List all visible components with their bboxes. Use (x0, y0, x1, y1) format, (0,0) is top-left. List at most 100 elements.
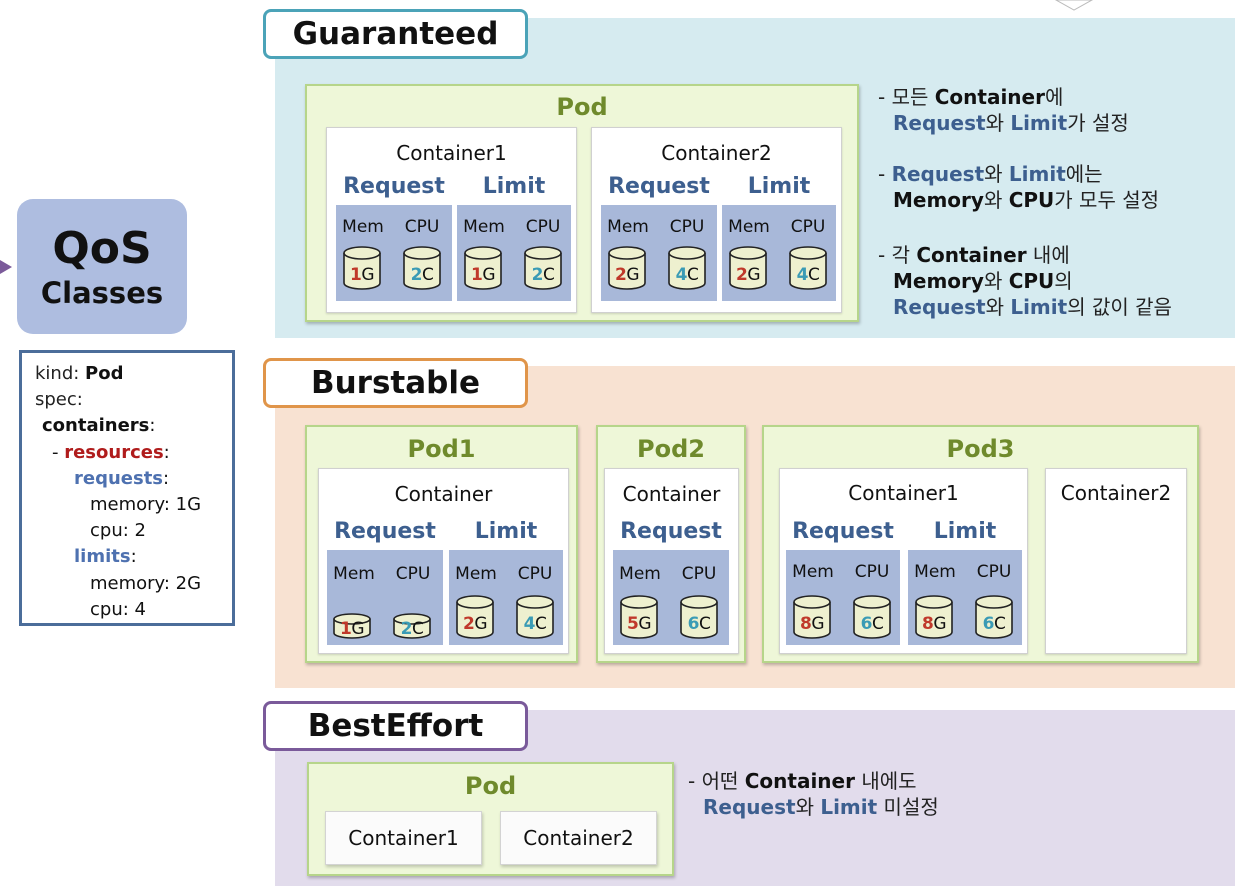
yaml-kind-value: Pod (85, 363, 124, 384)
cpu-unit: C (698, 614, 711, 634)
cpu-value: 2 (410, 265, 423, 285)
limit-label: Limit (482, 174, 546, 199)
container-name: Container1 (396, 141, 507, 165)
cpu-label: CPU (669, 217, 705, 237)
container-name: Container1 (848, 481, 959, 505)
note-request: Request (893, 295, 986, 319)
cpu-cylinder-icon: 2C (392, 612, 432, 640)
note-bold: CPU (1008, 188, 1055, 212)
container-name: Container2 (661, 141, 772, 165)
yaml-resources: resources (64, 441, 164, 463)
mem-label: Mem (792, 562, 834, 582)
yaml-colon: : (163, 441, 170, 463)
yaml-limits-memory: memory: 2G (90, 572, 202, 594)
memory-cylinder-icon: 2G (728, 245, 768, 291)
burstable-pod3-container2: Container2 (1045, 468, 1187, 654)
note-text: 와 (985, 295, 1011, 319)
cpu-unit: C (686, 265, 699, 285)
mem-value: 2 (462, 614, 475, 634)
memory-cylinder-icon: 1G (342, 245, 382, 291)
memory-cylinder-icon: 2G (455, 594, 495, 640)
note-text: 와 (983, 269, 1009, 293)
besteffort-pod: Pod Container1 Container2 (307, 762, 674, 876)
cpu-label: CPU (790, 217, 826, 237)
cpu-value: 6 (860, 614, 873, 634)
mem-value: 1 (349, 265, 362, 285)
cpu-unit: C (411, 619, 424, 639)
note-text: - 어떤 (688, 769, 745, 793)
note-text: 와 (985, 111, 1011, 135)
mem-value: 5 (626, 614, 639, 634)
mem-unit: G (361, 265, 375, 285)
note-text: 내에 (1026, 243, 1070, 267)
cpu-label: CPU (395, 564, 431, 584)
besteffort-container2: Container2 (500, 811, 657, 865)
cpu-value: 4 (523, 614, 536, 634)
note-text: - (878, 162, 892, 186)
besteffort-container1: Container1 (325, 811, 482, 865)
cpu-cylinder-icon: 2C (523, 245, 563, 291)
mem-label: Mem (619, 564, 661, 584)
cpu-unit: C (807, 265, 820, 285)
cpu-label: CPU (976, 562, 1012, 582)
guaranteed-pod: Pod Container1 Request Limit Mem CPU 1G … (305, 84, 859, 322)
pod-title: Pod (464, 772, 517, 800)
cpu-cylinder-icon: 6C (679, 594, 719, 640)
limit-label: Limit (933, 519, 997, 544)
mem-value: 2 (735, 265, 748, 285)
note-text: 미설정 (877, 795, 939, 819)
memory-cylinder-icon: 8G (914, 594, 954, 640)
cpu-cylinder-icon: 6C (974, 594, 1014, 640)
request-label: Request (792, 519, 894, 544)
cpu-unit: C (534, 614, 547, 634)
note-limit: Limit (1010, 111, 1068, 135)
mem-unit: G (351, 619, 365, 639)
cpu-value: 4 (675, 265, 688, 285)
mem-unit: G (626, 265, 640, 285)
guaranteed-note-2: - Request와 Limit에는 Memory와 CPU가 모두 설정 (878, 161, 1159, 213)
cpu-cylinder-icon: 2C (402, 245, 442, 291)
cpu-value: 2 (531, 265, 544, 285)
limit-resources: Mem CPU 2G 4C (449, 550, 563, 645)
memory-cylinder-icon: 2G (607, 245, 647, 291)
guaranteed-note-1: - 모든 Container에 Request와 Limit가 설정 (878, 84, 1129, 136)
note-text: 의 (1054, 269, 1073, 293)
yaml-requests: requests (74, 467, 164, 489)
request-label: Request (620, 519, 722, 544)
cpu-value: 6 (687, 614, 700, 634)
cpu-label: CPU (404, 217, 440, 237)
request-resources: Mem CPU 2G 4C (601, 205, 717, 301)
mem-unit: G (933, 614, 947, 634)
pod-title: Pod2 (637, 435, 705, 463)
mem-label: Mem (914, 562, 956, 582)
note-text: 내에도 (854, 769, 917, 793)
mem-unit: G (482, 265, 496, 285)
mem-value: 2 (614, 265, 627, 285)
yaml-colon: : (149, 415, 156, 437)
burstable-pod3: Pod3 Container1 Request Limit Mem CPU 8G… (762, 425, 1199, 663)
mem-value: 1 (339, 619, 352, 639)
cpu-label: CPU (517, 564, 553, 584)
memory-cylinder-icon: 1G (463, 245, 503, 291)
yaml-limits: limits (74, 546, 131, 568)
note-bold: CPU (1008, 269, 1055, 293)
limit-resources: Mem CPU 8G 6C (908, 550, 1022, 645)
request-label: Request (608, 174, 710, 199)
mem-label: Mem (455, 564, 497, 584)
note-request: Request (891, 162, 985, 186)
cpu-unit: C (871, 614, 884, 634)
cpu-label: CPU (525, 217, 561, 237)
note-text: 와 (984, 162, 1009, 186)
note-text: - 각 (878, 243, 917, 267)
request-resources: Mem CPU 1G 2C (336, 205, 452, 301)
mem-unit: G (811, 614, 825, 634)
burstable-title: Burstable (263, 358, 528, 408)
burstable-pod2: Pod2 Container Request Mem CPU 5G 6C (596, 425, 746, 663)
limit-label: Limit (474, 519, 538, 544)
pod-title: Pod3 (946, 435, 1015, 463)
besteffort-note: - 어떤 Container 내에도 Request와 Limit 미설정 (688, 768, 939, 820)
cpu-unit: C (421, 265, 434, 285)
qos-title: QoS (52, 222, 152, 274)
cpu-cylinder-icon: 6C (852, 594, 892, 640)
mem-value: 8 (921, 614, 934, 634)
